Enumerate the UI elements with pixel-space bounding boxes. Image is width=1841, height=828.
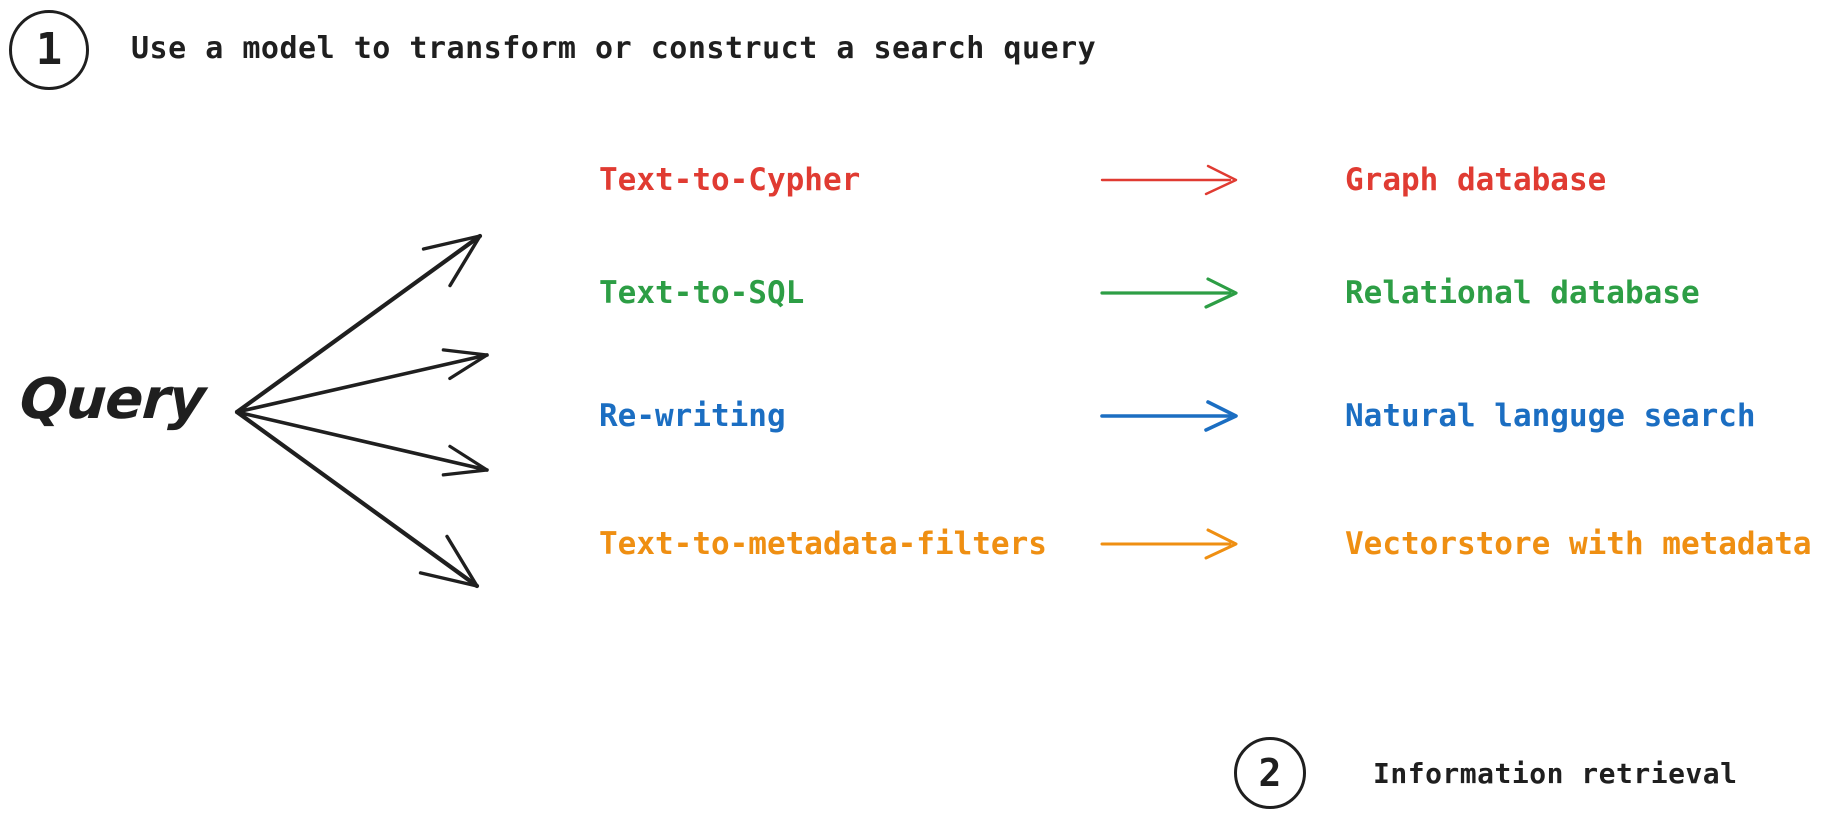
branch-arrow-metadata-filters: [1100, 528, 1238, 560]
branch-row: Text-to-SQL Relational database: [0, 263, 1841, 323]
branch-row: Re-writing Natural languge search: [0, 386, 1841, 446]
branch-target-relational-database: Relational database: [1345, 275, 1700, 311]
branch-source-sql: Text-to-SQL: [599, 275, 805, 311]
branch-target-vectorstore: Vectorstore with metadata: [1345, 526, 1812, 562]
branch-target-natural-language-search: Natural languge search: [1345, 398, 1756, 434]
step-1-caption: Use a model to transform or construct a …: [131, 31, 1097, 66]
step-1-number: 1: [35, 24, 63, 75]
step-2-caption: Information retrieval: [1373, 757, 1738, 790]
branch-source-metadata-filters: Text-to-metadata-filters: [599, 526, 1047, 562]
step-1-badge: 1: [9, 10, 89, 90]
branch-arrow-rewriting: [1100, 400, 1238, 432]
step-2-number: 2: [1258, 751, 1282, 795]
branch-source-rewriting: Re-writing: [599, 398, 786, 434]
step-2-badge: 2: [1234, 737, 1306, 809]
branch-row: Text-to-Cypher Graph database: [0, 150, 1841, 210]
branch-arrow-cypher: [1100, 164, 1238, 196]
branch-arrow-sql: [1100, 277, 1238, 309]
branch-target-graph-database: Graph database: [1345, 162, 1607, 198]
branch-row: Text-to-metadata-filters Vectorstore wit…: [0, 514, 1841, 574]
branch-source-cypher: Text-to-Cypher: [599, 162, 861, 198]
